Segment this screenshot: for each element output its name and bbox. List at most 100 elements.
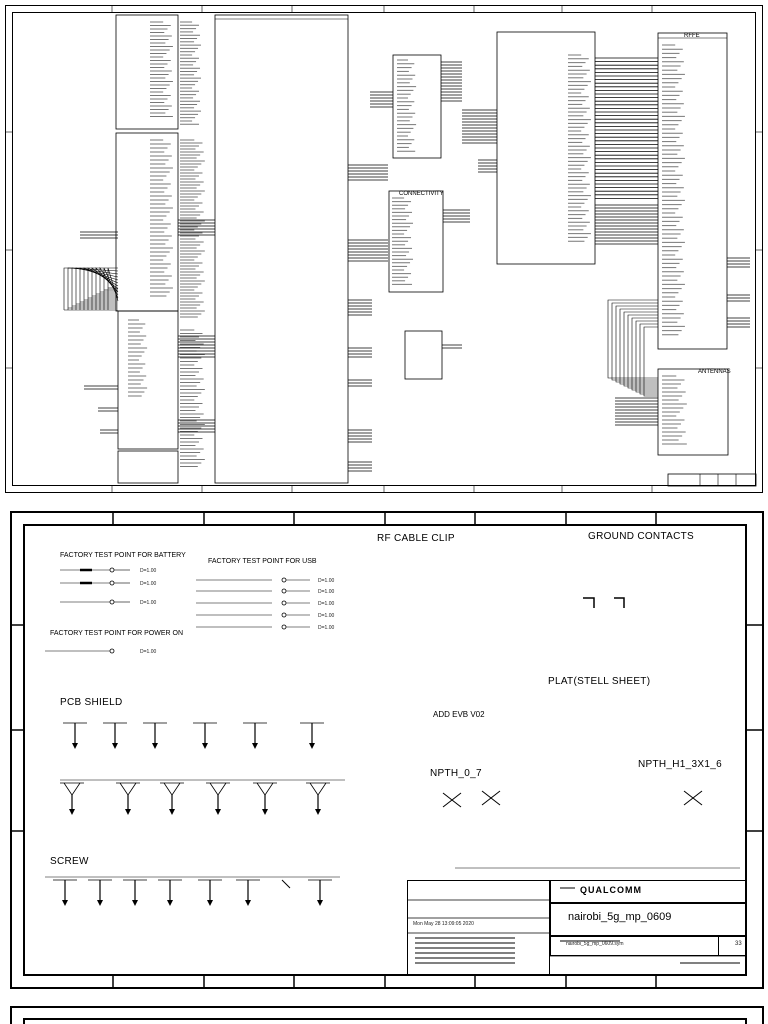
usb-tp-value: D=1.00 [318, 613, 335, 619]
connectivity-block [388, 190, 444, 293]
battery-tp-pad [109, 567, 115, 573]
antenna-net [635, 320, 658, 393]
antenna-net [643, 326, 658, 397]
title-block-left [407, 880, 550, 976]
sheet-1-inner-border [12, 12, 756, 486]
battery-tp-value: D=1.00 [140, 600, 157, 606]
pcb-shield-y-ground [262, 809, 268, 815]
npth-07-mark [442, 792, 462, 808]
antenna-net [639, 323, 658, 395]
loop-net [107, 267, 119, 310]
pcb-shield-ground [112, 743, 118, 749]
antenna-net [611, 302, 658, 381]
add-evb-title: ADD EVB V02 [433, 710, 485, 719]
ic-block-lower-left [117, 310, 179, 450]
pcb-shield-ground [152, 743, 158, 749]
pcb-shield-y-leg [163, 782, 173, 796]
antennas-block-title: ANTENNAS [698, 369, 731, 375]
schematic-file: nairobi_5g_mp_0609.sym [566, 941, 624, 947]
ground-contact-symbol [583, 597, 595, 608]
pcb-shield-y-leg [119, 782, 129, 796]
usb-tp-value: D=1.00 [318, 589, 335, 595]
pcb-shield-title: PCB SHIELD [60, 697, 123, 708]
usb-tp-value: D=1.00 [318, 578, 335, 584]
pcb-shield-y-leg [256, 782, 266, 796]
npth-h1-mark [683, 790, 703, 806]
screw-ground [132, 900, 138, 906]
usb-tp-pad [281, 624, 287, 630]
schematic-sheet-2: RF CABLE CLIP GROUND CONTACTS FACTORY TE… [0, 508, 768, 994]
plat-title: PLAT(STELL SHEET) [548, 676, 651, 687]
pcb-shield-ground [309, 743, 315, 749]
power-on-tp-pad [109, 648, 115, 654]
screw-title: SCREW [50, 856, 89, 867]
rffe-block [657, 32, 728, 350]
title-block-project-cell [550, 903, 747, 936]
ground-contacts-title: GROUND CONTACTS [588, 531, 694, 542]
screw-ground [62, 900, 68, 906]
mid-ic-block [392, 54, 442, 159]
battery-tp-value: D=1.00 [140, 581, 157, 587]
sheet-1-title-block [667, 473, 757, 487]
screw-ground [97, 900, 103, 906]
schematic-date: Mon May 28 13:09:05 2020 [413, 921, 474, 927]
screw-ground [167, 900, 173, 906]
screw-ground [207, 900, 213, 906]
pcb-shield-y-leg [309, 782, 319, 796]
pcb-shield-y-ground [169, 809, 175, 815]
power-on-tp-value: D=1.00 [140, 649, 157, 655]
usb-tp-pad [281, 600, 287, 606]
rf-cable-clip-title: RF CABLE CLIP [377, 533, 455, 544]
antenna-net [619, 308, 658, 385]
ic-block-mid-left [115, 132, 179, 312]
usb-tp-pad [281, 577, 287, 583]
factory-power-on-title: FACTORY TEST POINT FOR POWER ON [50, 630, 184, 637]
antennas-block [657, 368, 729, 456]
antenna-net [607, 299, 658, 379]
antenna-net [631, 317, 658, 391]
pcb-shield-ground [202, 743, 208, 749]
npth-07-title: NPTH_0_7 [430, 768, 482, 779]
project-name: nairobi_5g_mp_0609 [568, 911, 672, 923]
ic-block-bottom-left [117, 450, 179, 484]
sheet-2-outer-border [10, 511, 764, 989]
schematic-sheet-1: CONNECTIVITY RFFE ANTENNAS [0, 0, 768, 498]
schematic-sheet-3 [0, 1004, 768, 1024]
antenna-net [623, 311, 658, 387]
pcb-shield-y-leg [63, 782, 73, 796]
battery-tp-value: D=1.00 [140, 568, 157, 574]
usb-tp-value: D=1.00 [318, 601, 335, 607]
ic-block-upper-left [115, 14, 179, 130]
sheet-2-inner-border [23, 524, 747, 976]
pcb-shield-y-leg [317, 782, 327, 796]
ic-block-main [214, 14, 349, 484]
ground-contact-symbol [614, 597, 625, 608]
sheet-1-wiring [5, 5, 763, 493]
usb-tp-value: D=1.00 [318, 625, 335, 631]
pcb-shield-ground [72, 743, 78, 749]
screw-ground [245, 900, 251, 906]
pcb-shield-y-leg [71, 782, 81, 796]
antenna-net [615, 305, 658, 383]
pcb-shield-y-leg [217, 782, 227, 796]
battery-tp-pad [109, 599, 115, 605]
sheet-2-wiring [10, 511, 764, 989]
company-logo: QUALCOMM [580, 885, 642, 895]
loop-net [99, 267, 119, 310]
pcb-shield-y-ground [315, 809, 321, 815]
screw-partial [281, 879, 291, 889]
title-block-sheet-cell [718, 936, 747, 956]
sheet-3-inner-border [23, 1018, 747, 1024]
pcb-shield-y-leg [127, 782, 137, 796]
factory-usb-title: FACTORY TEST POINT FOR USB [208, 558, 317, 565]
screw-ground [317, 900, 323, 906]
usb-tp-pad [281, 588, 287, 594]
pcb-shield-y-ground [125, 809, 131, 815]
factory-battery-title: FACTORY TEST POINT FOR BATTERY [60, 552, 186, 559]
npth-h1-title: NPTH_H1_3X1_6 [638, 759, 722, 770]
title-block-company-cell [550, 880, 747, 903]
pcb-shield-y-leg [209, 782, 219, 796]
rffe-block-title: RFFE [684, 33, 700, 39]
sheet-number: 33 [735, 941, 742, 947]
pcb-shield-y-ground [69, 809, 75, 815]
